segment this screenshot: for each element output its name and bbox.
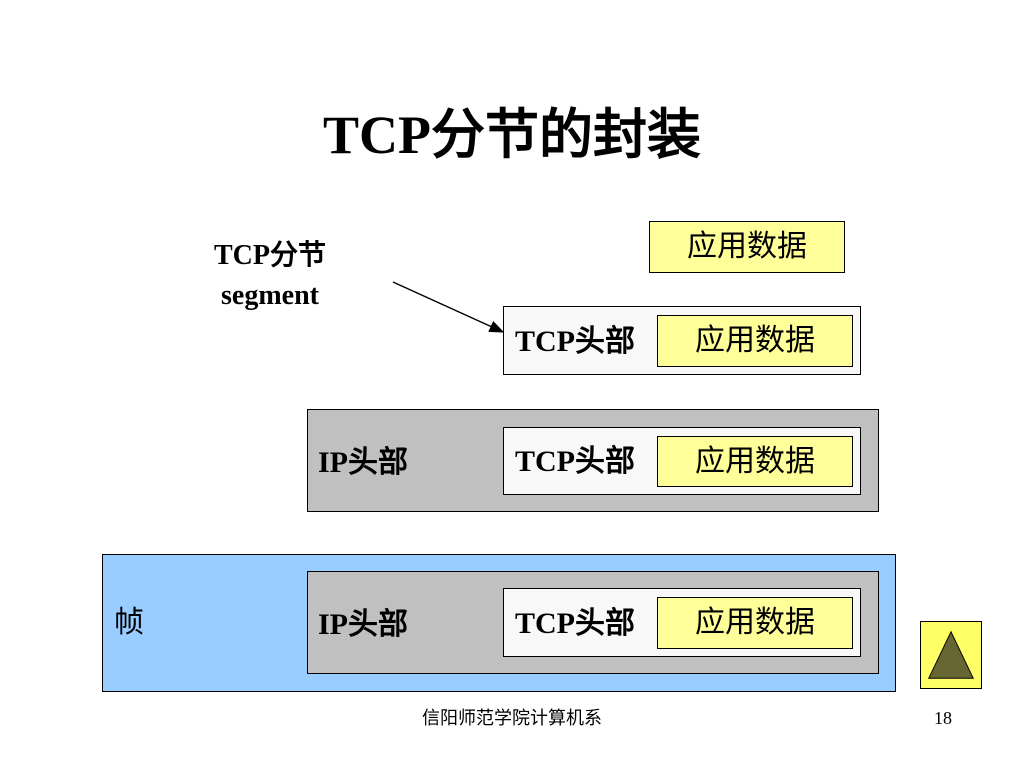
app-data-box-level2: 应用数据 bbox=[657, 315, 853, 367]
ip-header-label: IP头部 bbox=[318, 608, 408, 641]
tcp-header-label: TCP头部 bbox=[515, 445, 635, 478]
segment-callout: TCP分节 segment bbox=[190, 236, 350, 316]
callout-line-tcp-segment: TCP分节 bbox=[213, 240, 326, 271]
app-data-label: 应用数据 bbox=[695, 324, 815, 357]
footer-institution: 信阳师范学院计算机系 bbox=[422, 708, 602, 728]
app-data-label: 应用数据 bbox=[687, 230, 807, 263]
slide-title: TCP分节的封装 bbox=[323, 105, 701, 165]
ip-header-label: IP头部 bbox=[318, 446, 408, 479]
frame-label: 帧 bbox=[114, 606, 144, 639]
app-data-box-level4: 应用数据 bbox=[657, 597, 853, 649]
app-data-label: 应用数据 bbox=[695, 606, 815, 639]
callout-line-segment: segment bbox=[221, 280, 319, 311]
triangle-up-icon bbox=[927, 630, 975, 679]
app-data-box-level1: 应用数据 bbox=[649, 221, 845, 273]
page-number: 18 bbox=[934, 708, 952, 728]
nav-up-button[interactable] bbox=[920, 621, 982, 689]
tcp-header-label: TCP头部 bbox=[515, 325, 635, 358]
app-data-label: 应用数据 bbox=[695, 445, 815, 478]
tcp-header-label: TCP头部 bbox=[515, 607, 635, 640]
app-data-box-level3: 应用数据 bbox=[657, 436, 853, 487]
